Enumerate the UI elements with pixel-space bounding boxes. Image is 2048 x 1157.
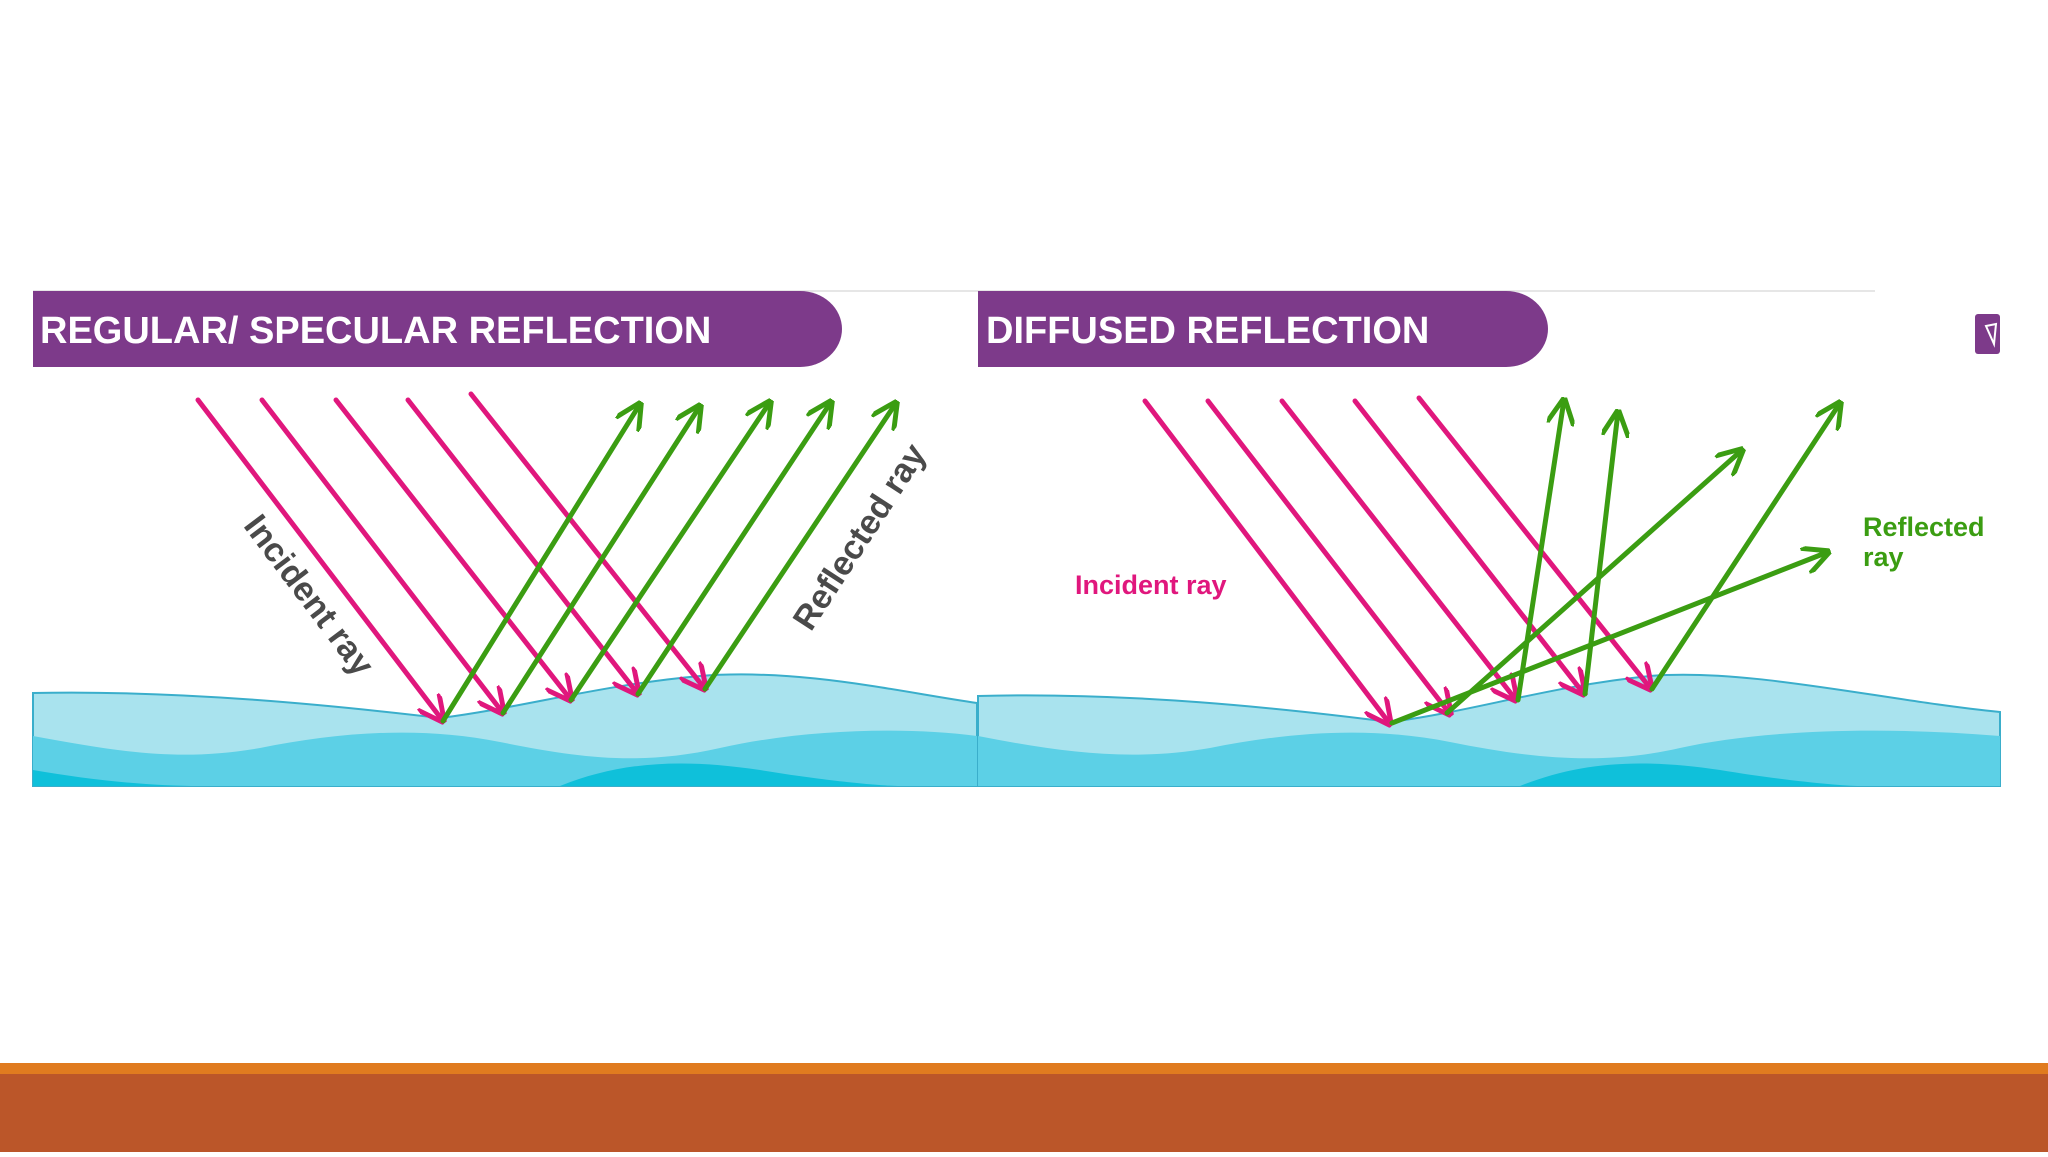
incident-ray [333, 397, 571, 700]
incident-ray [259, 397, 503, 713]
reflected-ray [440, 404, 640, 724]
reflected-ray [1582, 412, 1618, 697]
footer-stripe [0, 1063, 2048, 1074]
diffused-water-wave-mid [978, 730, 2000, 786]
reflected-ray [568, 402, 770, 703]
specular-banner [33, 291, 842, 367]
diffused-reflected-rays [1389, 400, 1840, 726]
reflected-ray [500, 406, 700, 716]
incident-ray [1279, 398, 1516, 700]
reflected-ray [1515, 400, 1564, 703]
diffused-reflected-label-line1: Reflected [1863, 512, 1985, 542]
specular-water-wave-deep [33, 763, 900, 786]
reflected-ray [1444, 450, 1742, 716]
reflected-ray [635, 402, 831, 697]
incident-ray [405, 397, 638, 694]
reflected-ray [702, 403, 896, 692]
incident-ray [1352, 398, 1584, 694]
specular-incident-label: Incident ray [236, 508, 381, 683]
diffused-title: DIFFUSED REFLECTION [986, 310, 1429, 352]
specular-panel: REGULAR/ SPECULAR REFLECTION Incident ra… [32, 291, 978, 787]
incident-ray [1142, 398, 1390, 724]
incident-ray [1416, 395, 1651, 689]
diffused-banner [978, 291, 1548, 367]
specular-incident-rays [195, 391, 705, 721]
diffused-reflected-label-line2: ray [1863, 542, 1904, 572]
specular-title: REGULAR/ SPECULAR REFLECTION [40, 310, 711, 352]
diffused-panel: DIFFUSED REFLECTION Incident ray Reflect… [977, 291, 2001, 787]
specular-reflected-rays [440, 402, 896, 724]
diffused-incident-rays [1142, 395, 1651, 724]
reflected-ray [1649, 403, 1840, 692]
footer-band [0, 1074, 2048, 1152]
edge-fragment [1975, 314, 2000, 354]
incident-ray [195, 397, 443, 721]
diffused-water-wave-deep [1520, 763, 1860, 786]
incident-ray [468, 391, 705, 689]
incident-ray [1205, 398, 1450, 714]
diffused-incident-label: Incident ray [1075, 570, 1227, 600]
